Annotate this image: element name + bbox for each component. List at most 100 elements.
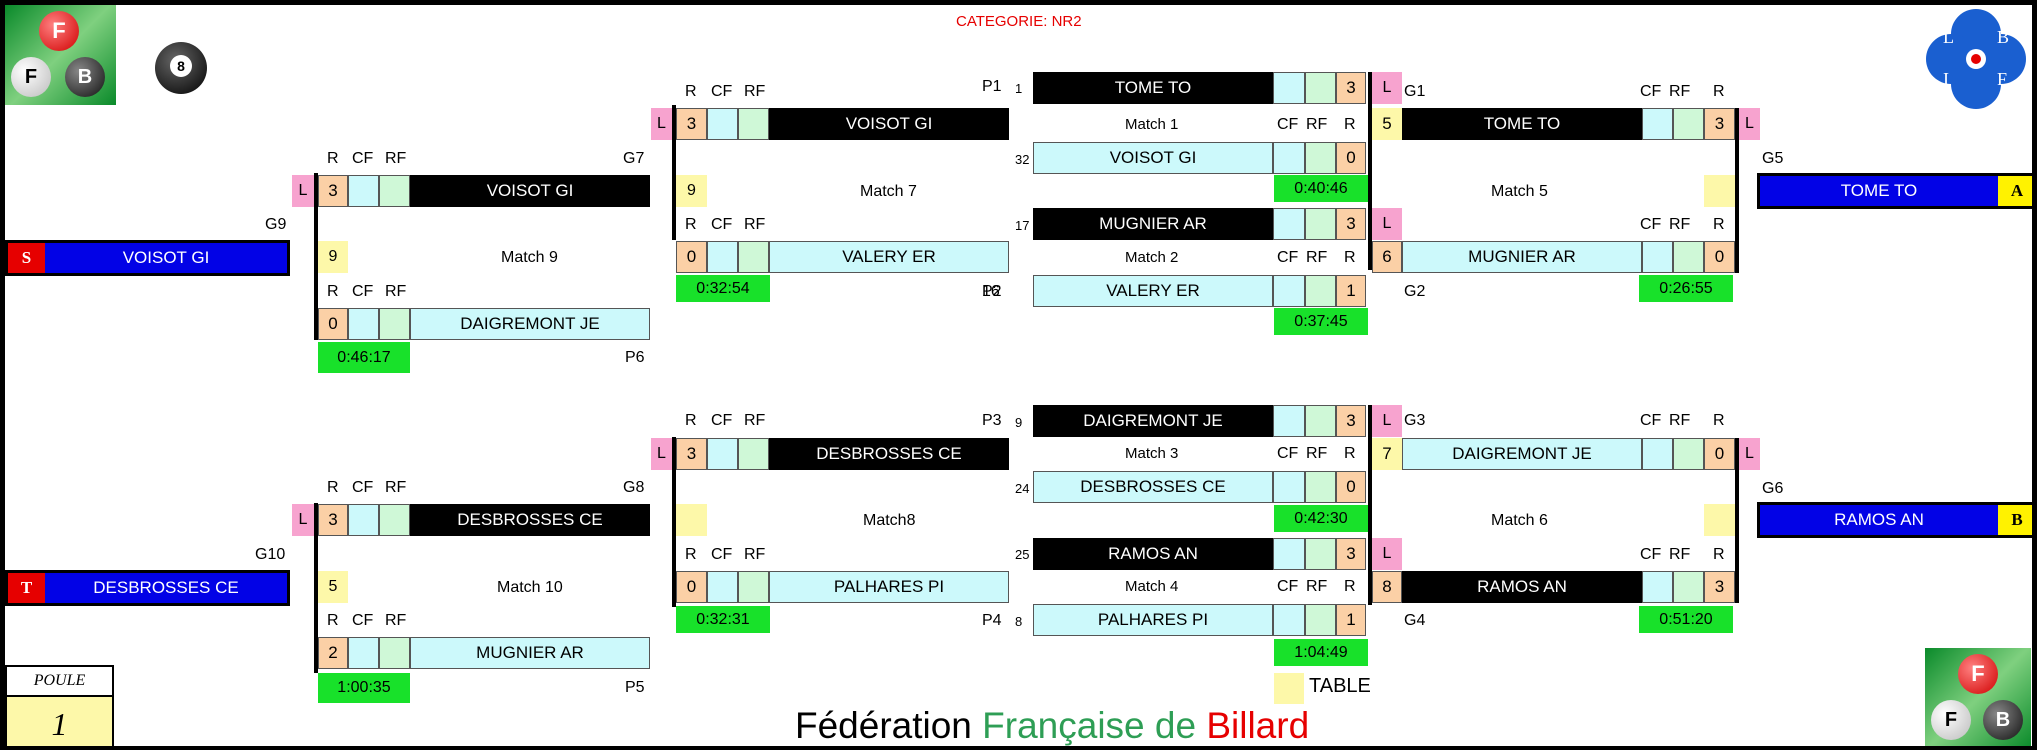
top-m9-match: Match 9 (501, 249, 558, 266)
col_headers-r: R (685, 546, 697, 563)
top-p2-match: Match 2 (1125, 249, 1179, 266)
col_headers-r: R (1344, 445, 1356, 462)
federation-title: Fédération Française de Billard (795, 705, 1309, 746)
top-m5-mark1: L (1372, 72, 1402, 104)
match2-player2-row: VALERY ER 1 (1033, 275, 1366, 307)
match10-player2-row: 2 MUGNIER AR (318, 637, 650, 669)
cell (707, 438, 738, 470)
top-p2-player2: VALERY ER (1033, 275, 1273, 307)
logos-ffb_letters-0: F (1958, 654, 1998, 694)
bottom-m6-mark1: L (1739, 438, 1760, 470)
bottom-p3-player2: DESBROSSES CE (1033, 471, 1273, 503)
rf-cell (1305, 72, 1336, 104)
top-p2-score1: 3 (1336, 208, 1366, 240)
g5-winner: TOME TO A (1757, 173, 2032, 209)
bottom-m8-match: Match8 (863, 512, 916, 529)
bottom-g6-tag: G6 (1762, 480, 1784, 497)
match1-player1-row: TOME TO 3 (1033, 72, 1366, 104)
logo-ball-white: F (11, 57, 51, 97)
cell (1642, 241, 1673, 273)
col_headers-rf: RF (1306, 116, 1328, 133)
cell (1971, 54, 1981, 64)
g9-final: S VOISOT GI (5, 240, 290, 276)
bottom-p3-score1: 3 (1336, 405, 1366, 437)
bottom-m6-player1: DAIGREMONT JE (1402, 438, 1642, 470)
col_headers-rf: RF (744, 83, 766, 100)
match7-time: 0:32:54 (676, 275, 770, 302)
bottom-p3-tag: P3 (982, 412, 1002, 429)
col_headers-r: R (327, 150, 339, 167)
bottom-p4-match: Match 4 (1125, 578, 1179, 595)
match8-player1-row: 3 DESBROSSES CE (676, 438, 1009, 470)
top-p1-seed2: 32 (1015, 152, 1030, 167)
cell (348, 175, 379, 207)
bottom-p3-player1: DAIGREMONT JE (1033, 405, 1273, 437)
col_headers-rf: RF (1306, 445, 1328, 462)
col_headers-cf: CF (711, 216, 733, 233)
cell (1305, 275, 1336, 307)
col_headers-rf: RF (385, 150, 407, 167)
cell (738, 108, 769, 140)
cell (1704, 175, 1735, 207)
cell (379, 308, 410, 340)
bottom-g10-tag: G10 (255, 546, 286, 563)
top-m9-p_tag: P6 (625, 349, 645, 366)
bottom-p4-seed1: 25 (1015, 547, 1030, 562)
top-m9-player2: DAIGREMONT JE (410, 308, 650, 340)
bottom-m6-g_bot: G4 (1404, 612, 1426, 629)
bottom-m10-score1: 3 (318, 504, 348, 536)
cell (738, 241, 769, 273)
bottom-m6-score1: 0 (1704, 438, 1735, 470)
bottom-m6-g_top: G3 (1404, 412, 1426, 429)
top-m7-num: 9 (676, 175, 707, 207)
match5-player2-row: 6 MUGNIER AR 0 (1372, 241, 1735, 273)
bottom-m6-mark1: L (1372, 538, 1402, 570)
logo-ball-red: F (39, 11, 79, 51)
bottom-p4-tag: P4 (982, 612, 1002, 629)
cf-cell (1273, 72, 1305, 104)
match10-player1-row: 3 DESBROSSES CE (318, 504, 650, 536)
cell (1305, 471, 1336, 503)
col_headers-rf: RF (1306, 578, 1328, 595)
col_headers-rf: RF (385, 479, 407, 496)
match8-player2-row: 0 PALHARES PI (676, 571, 1009, 603)
top-m5-mark2: L (1739, 108, 1760, 140)
bottom-m10-num: 5 (318, 571, 348, 603)
col_headers-rf: RF (744, 546, 766, 563)
logos-ball_number: 8 (170, 55, 192, 77)
bracket-line (314, 173, 318, 340)
bottom-m8-score2: 0 (676, 571, 707, 603)
cell (1673, 571, 1704, 603)
logos-lbif_letters-0: L (1943, 27, 1954, 47)
match7-player2-row: 0 VALERY ER (676, 241, 1009, 273)
top-m7-score2: 0 (676, 241, 707, 273)
cell (1273, 405, 1305, 437)
match3-player2-row: DESBROSSES CE 0 (1033, 471, 1366, 503)
cell (707, 241, 738, 273)
top-p2-seed2: 16 (982, 283, 1000, 300)
g6-winner: RAMOS AN B (1757, 502, 2032, 538)
col_headers-rf: RF (1669, 412, 1691, 429)
cell (1673, 108, 1704, 140)
bottom-m10-mark: L (292, 504, 314, 536)
col_headers-cf: CF (1277, 249, 1299, 266)
cell (676, 504, 707, 536)
top-p1-match: Match 1 (1125, 116, 1179, 133)
top-g9-player: VOISOT GI (45, 243, 287, 273)
col_headers-r: R (1713, 412, 1725, 429)
col_headers-rf: RF (385, 283, 407, 300)
loser-mark: L (651, 108, 672, 140)
bottom-g10-letter: T (8, 573, 45, 603)
bottom-p4-seed2: 8 (1015, 614, 1023, 629)
top-g5-player: TOME TO (1760, 176, 1998, 206)
match10-time: 1:00:35 (318, 673, 410, 703)
cell (738, 438, 769, 470)
cell (379, 637, 410, 669)
cell (379, 175, 410, 207)
top-m5-num: 5 (1372, 108, 1402, 140)
bottom-m10-score2: 2 (318, 637, 348, 669)
col_headers-cf: CF (1640, 412, 1662, 429)
cell (707, 571, 738, 603)
cell (1642, 438, 1673, 470)
